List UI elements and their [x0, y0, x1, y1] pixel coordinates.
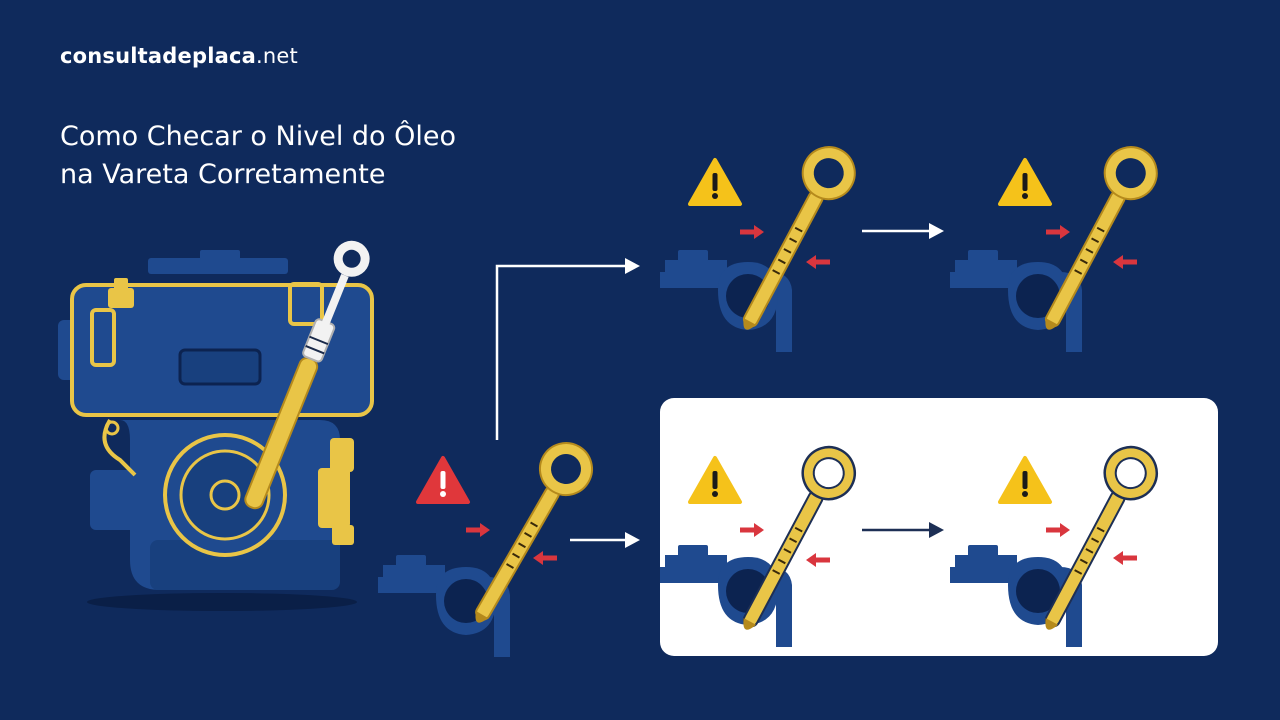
title-line-1: Como Checar o Nivel do Ôleo: [60, 121, 457, 152]
step-top-b: [950, 136, 1167, 352]
engine-icon: [58, 240, 374, 611]
red-level-marker-icon: [1113, 255, 1137, 269]
brand-name: consultadeplaca: [60, 44, 256, 68]
warning-triangle-icon: [688, 158, 742, 206]
red-level-marker-icon: [466, 523, 490, 537]
step-initial: [378, 432, 603, 657]
red-level-marker-icon: [740, 225, 764, 239]
brand-tld: .net: [255, 44, 298, 68]
highlight-panel: [660, 398, 1218, 656]
arrow-right-icon: [570, 532, 640, 548]
arrow-right-icon: [862, 223, 944, 239]
arrow-right-icon: [862, 522, 944, 538]
step-top-a: [660, 136, 865, 352]
page-title: Como Checar o Nivel do Ôleo na Vareta Co…: [60, 118, 580, 194]
red-level-marker-icon: [1046, 225, 1070, 239]
warning-triangle-icon: [416, 456, 470, 504]
flow-connector-up: [495, 258, 640, 440]
red-level-marker-icon: [533, 551, 557, 565]
title-line-2: na Vareta Corretamente: [60, 159, 386, 190]
red-level-marker-icon: [806, 255, 830, 269]
warning-triangle-icon: [998, 158, 1052, 206]
brand-logo: consultadeplaca.net: [60, 44, 298, 68]
